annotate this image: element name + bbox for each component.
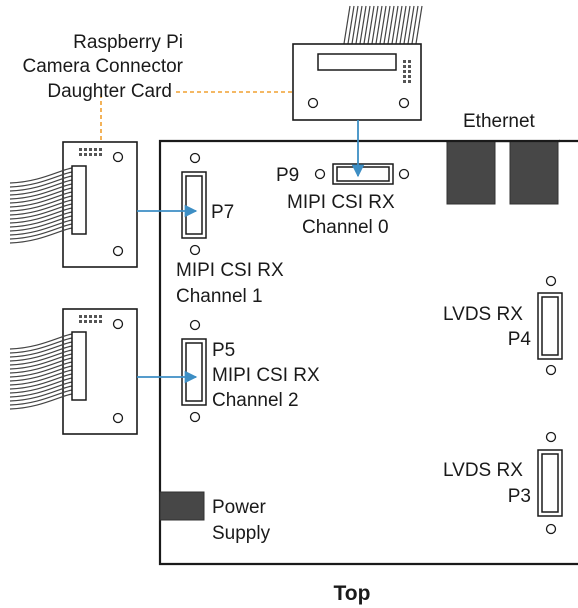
mounting-hole <box>112 412 124 424</box>
pin-header-left-1 <box>79 148 102 156</box>
connector-p4 <box>537 275 563 376</box>
power-supply-label-line1: Power <box>212 497 267 518</box>
ethernet-jack <box>446 139 496 205</box>
callout-text-line2: Camera Connector <box>22 56 183 77</box>
p5-line1-label: MIPI CSI RX <box>212 365 320 386</box>
pin-header-left-2 <box>79 315 102 323</box>
p3-type-label: LVDS RX <box>443 460 523 481</box>
daughter-card-top <box>292 5 423 121</box>
ribbon-cable-left-1 <box>9 167 73 244</box>
ethernet-label: Ethernet <box>463 111 536 132</box>
callout-leader-line <box>100 91 293 140</box>
view-title: Top <box>334 582 371 605</box>
callout-text-line3: Daughter Card <box>47 81 172 102</box>
pin-header-top <box>403 60 411 83</box>
daughter-card-left-1 <box>9 141 138 268</box>
ribbon-connector-top <box>317 53 397 71</box>
mounting-hole <box>112 318 124 330</box>
callout-text-line1: Raspberry Pi <box>73 32 183 53</box>
p4-type-label: LVDS RX <box>443 304 523 325</box>
p7-id-label: P7 <box>211 202 234 223</box>
ribbon-cable-top <box>342 5 423 51</box>
connector-p3 <box>537 431 563 535</box>
ribbon-connector-left-2 <box>71 331 87 401</box>
power-supply-block <box>159 491 205 521</box>
ethernet-jack <box>509 139 559 205</box>
daughter-card-left-2 <box>9 308 138 435</box>
p7-line2-label: Channel 1 <box>176 286 263 307</box>
ribbon-connector-left-1 <box>71 165 87 235</box>
p5-id-label: P5 <box>212 340 235 361</box>
mounting-hole <box>112 245 124 257</box>
mounting-hole <box>112 151 124 163</box>
p7-line1-label: MIPI CSI RX <box>176 260 284 281</box>
p9-id-label: P9 <box>276 165 299 186</box>
p9-line2-label: Channel 0 <box>302 217 389 238</box>
p4-id-label: P4 <box>508 329 532 350</box>
ribbon-cable-left-2 <box>9 333 73 410</box>
mounting-hole <box>398 97 410 109</box>
main-board-outline <box>158 139 578 566</box>
power-supply-label-line2: Supply <box>212 523 271 544</box>
p9-line1-label: MIPI CSI RX <box>287 192 395 213</box>
p3-id-label: P3 <box>508 486 531 507</box>
mounting-hole <box>307 97 319 109</box>
p5-line2-label: Channel 2 <box>212 390 299 411</box>
